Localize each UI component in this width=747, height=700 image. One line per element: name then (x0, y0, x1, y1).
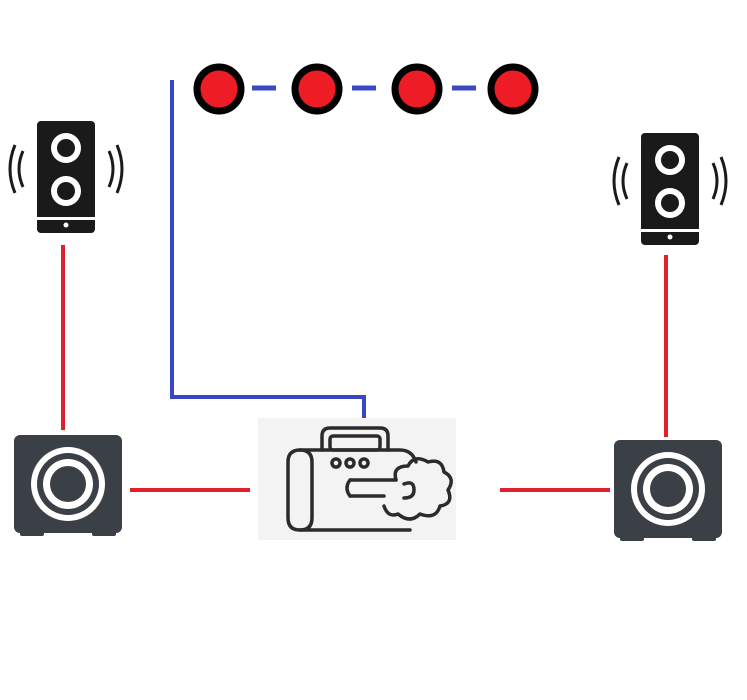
dmx-cable (170, 80, 366, 418)
light-icon[interactable] (291, 63, 343, 115)
light-icon[interactable] (487, 63, 539, 115)
fog-machine-icon[interactable] (258, 418, 456, 540)
speaker-right-icon[interactable] (612, 131, 728, 247)
light-chain (193, 63, 539, 115)
light-icon[interactable] (391, 63, 443, 115)
audio-cables (61, 245, 668, 492)
subwoofer-right-icon[interactable] (614, 440, 722, 541)
light-icon[interactable] (193, 63, 245, 115)
speaker-left-icon[interactable] (8, 119, 124, 235)
subwoofer-left-icon[interactable] (14, 435, 122, 536)
